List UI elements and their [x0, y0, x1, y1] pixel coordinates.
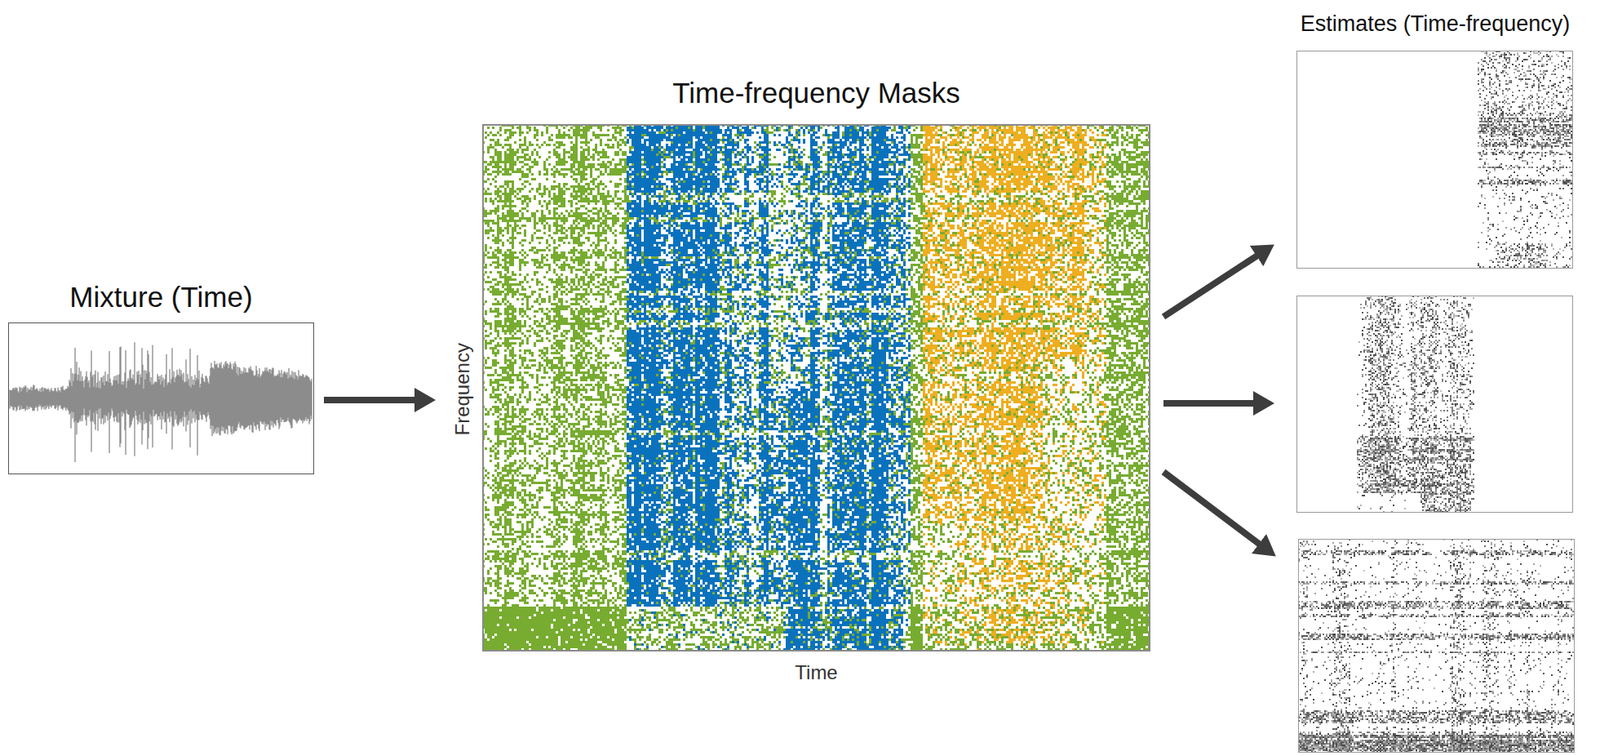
axis-label: Frequency: [451, 342, 475, 435]
spectrogram-image: [1296, 295, 1574, 513]
spectrogram-image: [1296, 50, 1574, 269]
panel-heading: Estimates (Time-frequency): [1300, 11, 1571, 37]
spectrogram-box: [1298, 538, 1575, 753]
flow-arrow: [1163, 255, 1258, 317]
estimates-group: Estimates (Time-frequency): [1293, 11, 1578, 754]
waveform-box: Mixture (Time): [8, 322, 315, 475]
flow-arrow: [1163, 471, 1260, 545]
flow-arrow: [1163, 399, 1255, 407]
spectrogram-image: [1298, 538, 1575, 753]
mask-plot: Time-frequency MasksFrequencyTime: [482, 124, 1151, 652]
mask-image: [482, 124, 1151, 652]
flow-arrow: [323, 396, 416, 404]
waveform: [9, 341, 312, 462]
spectrogram-box: [1296, 295, 1574, 513]
axis-label: Time: [794, 660, 838, 684]
spectrogram-box: [1296, 50, 1574, 269]
panel-heading: Time-frequency Masks: [672, 76, 961, 110]
panel-heading: Mixture (Time): [69, 280, 253, 314]
